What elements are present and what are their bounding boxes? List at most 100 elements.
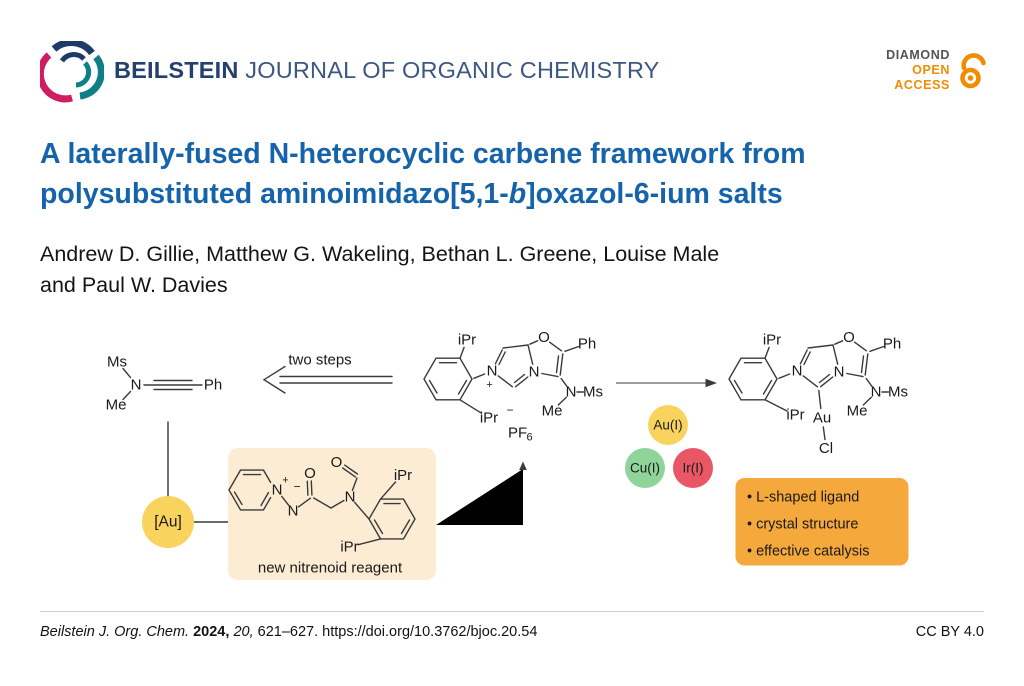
ipr-bottom-label: iPr — [340, 539, 358, 556]
lock-body — [960, 67, 981, 89]
copper-badge-label: Cu(I) — [630, 461, 660, 476]
copper-badge — [625, 448, 665, 488]
salt-amino-n-label: N — [566, 384, 577, 401]
citation: Beilstein J. Org. Chem. 2024, 20, 621–62… — [40, 624, 537, 640]
nitrenoid-box-background — [228, 448, 436, 580]
pf6-label: PF — [508, 425, 527, 442]
nhc-gold-complex-structure: iPr iPr N N O Ph N Ms Me Au Cl — [728, 329, 908, 457]
beilstein-logo — [40, 41, 104, 103]
elbow-arrow-head — [519, 461, 527, 470]
n-label: N — [131, 377, 142, 394]
article-title-line1: A laterally-fused N-heterocyclic carbene… — [40, 138, 806, 170]
journal-name: BEILSTEIN JOURNAL OF ORGANIC CHEMISTRY — [114, 57, 660, 84]
complex-ph-label: Ph — [883, 336, 901, 353]
salt-n-plus-label: N — [487, 363, 498, 380]
complex-cl-label: Cl — [819, 440, 833, 457]
salt-o-label: O — [538, 329, 550, 346]
nitrenoid-bonds — [228, 464, 416, 546]
citation-doi-link[interactable]: https://doi.org/10.3762/bjoc.20.54 — [322, 624, 538, 640]
salt-plus-sign: + — [486, 379, 492, 391]
title-line2-italic: b — [508, 178, 527, 210]
highlight-item-3: • effective catalysis — [747, 544, 869, 560]
gold-badge-label: Au(I) — [653, 418, 682, 433]
footer-divider — [40, 611, 984, 612]
author-list: Andrew D. Gillie, Matthew G. Wakeling, B… — [40, 239, 719, 301]
highlight-item-2: • crystal structure — [747, 517, 858, 533]
pyridinium-plus-sign: + — [282, 475, 288, 487]
salt-ipr-bottom-label: iPr — [480, 410, 498, 427]
complex-ipr-bottom-label: iPr — [786, 407, 804, 424]
amide-n-label: N — [345, 489, 356, 506]
complex-amino-n-label: N — [871, 384, 882, 401]
ipr-top-label: iPr — [394, 467, 412, 484]
iridium-badge-label: Ir(I) — [683, 461, 704, 476]
complex-ipr-top-label: iPr — [763, 332, 781, 349]
gold-badge — [648, 405, 688, 445]
complex-bonds — [728, 340, 890, 441]
ph-label: Ph — [204, 377, 222, 394]
ynamide-bonds — [122, 367, 203, 401]
salt-ph-label: Ph — [578, 336, 596, 353]
ylide-n-label: N — [288, 503, 299, 520]
ylide-minus-sign: − — [293, 480, 300, 494]
complex-me-label: Me — [847, 403, 868, 420]
pf6-minus-sign: − — [506, 403, 513, 417]
open-lock-icon — [960, 53, 986, 89]
footer: Beilstein J. Org. Chem. 2024, 20, 621–62… — [40, 624, 984, 640]
complex-ms-label: Ms — [888, 384, 908, 401]
salt-ipr-top-label: iPr — [458, 332, 476, 349]
salt-bonds — [423, 340, 585, 414]
catalyst-connectors — [167, 421, 229, 523]
complex-o-label: O — [843, 329, 855, 346]
lock-shackle — [961, 53, 986, 71]
complex-au-label: Au — [813, 410, 831, 427]
author-line2: and Paul W. Davies — [40, 273, 228, 297]
title-line2-pre: polysubstituted aminoimidazo[5,1- — [40, 178, 509, 210]
nitrenoid-caption: new nitrenoid reagent — [258, 560, 403, 577]
open-access-line2: OPEN — [912, 63, 950, 77]
complex-fused-n-label: N — [834, 364, 845, 381]
carbonyl-o-label: O — [304, 465, 316, 482]
open-access-line1: DIAMOND — [886, 48, 950, 62]
reaction-scheme: Ms N Me Ph [Au] two steps — [106, 329, 909, 580]
metal-badges: Au(I) Cu(I) Ir(I) — [625, 405, 713, 488]
highlights-box: • L-shaped ligand • crystal structure • … — [735, 478, 909, 566]
pyridinium-n-label: N — [272, 482, 283, 499]
logo-arc-crimson — [40, 52, 73, 103]
citation-journal: Beilstein J. Org. Chem. — [40, 624, 190, 640]
oxazolium-salt-structure: iPr iPr N + N O Ph N Ms Me − PF 6 — [423, 329, 603, 444]
retro-arrow-label: two steps — [288, 352, 351, 369]
reaction-arrow-head — [705, 378, 717, 388]
ms-label: Ms — [107, 354, 127, 371]
open-access-logo: DIAMOND OPEN ACCESS — [886, 48, 988, 93]
ynamide-structure: Ms N Me Ph — [106, 354, 223, 414]
logo-arc-navy — [51, 41, 95, 56]
retro-arrow-lines — [262, 365, 393, 394]
open-access-line3: ACCESS — [894, 78, 950, 92]
salt-fused-n-label: N — [529, 364, 540, 381]
license-label: CC BY 4.0 — [915, 624, 984, 640]
formyl-o-label: O — [331, 454, 343, 471]
highlight-item-1: • L-shaped ligand — [747, 490, 859, 506]
title-line2-post: ]oxazol-6-ium salts — [526, 178, 783, 210]
gold-catalyst-label: [Au] — [154, 514, 182, 531]
reaction-arrow — [616, 378, 717, 388]
salt-ms-label: Ms — [583, 384, 603, 401]
logo-arc-teal-inner — [75, 61, 92, 88]
journal-name-rest: JOURNAL OF ORGANIC CHEMISTRY — [245, 57, 660, 83]
citation-year: 2024, — [193, 624, 230, 640]
highlights-box-background — [735, 478, 909, 566]
me-label: Me — [106, 397, 127, 414]
nitrenoid-reagent-box: N + − N O N O iPr iPr new nitrenoid reag… — [228, 448, 436, 580]
retro-arrow: two steps — [262, 352, 393, 394]
journal-name-bold: BEILSTEIN — [114, 57, 239, 83]
article-title: A laterally-fused N-heterocyclic carbene… — [40, 134, 806, 214]
pf6-subscript: 6 — [527, 432, 533, 444]
logo-arc-navy-inner — [59, 52, 86, 63]
citation-pages: 621–627. — [257, 624, 319, 640]
elbow-arrow — [436, 461, 527, 525]
gold-catalyst-badge — [142, 496, 194, 548]
salt-me-label: Me — [542, 403, 563, 420]
complex-n-label: N — [792, 363, 803, 380]
